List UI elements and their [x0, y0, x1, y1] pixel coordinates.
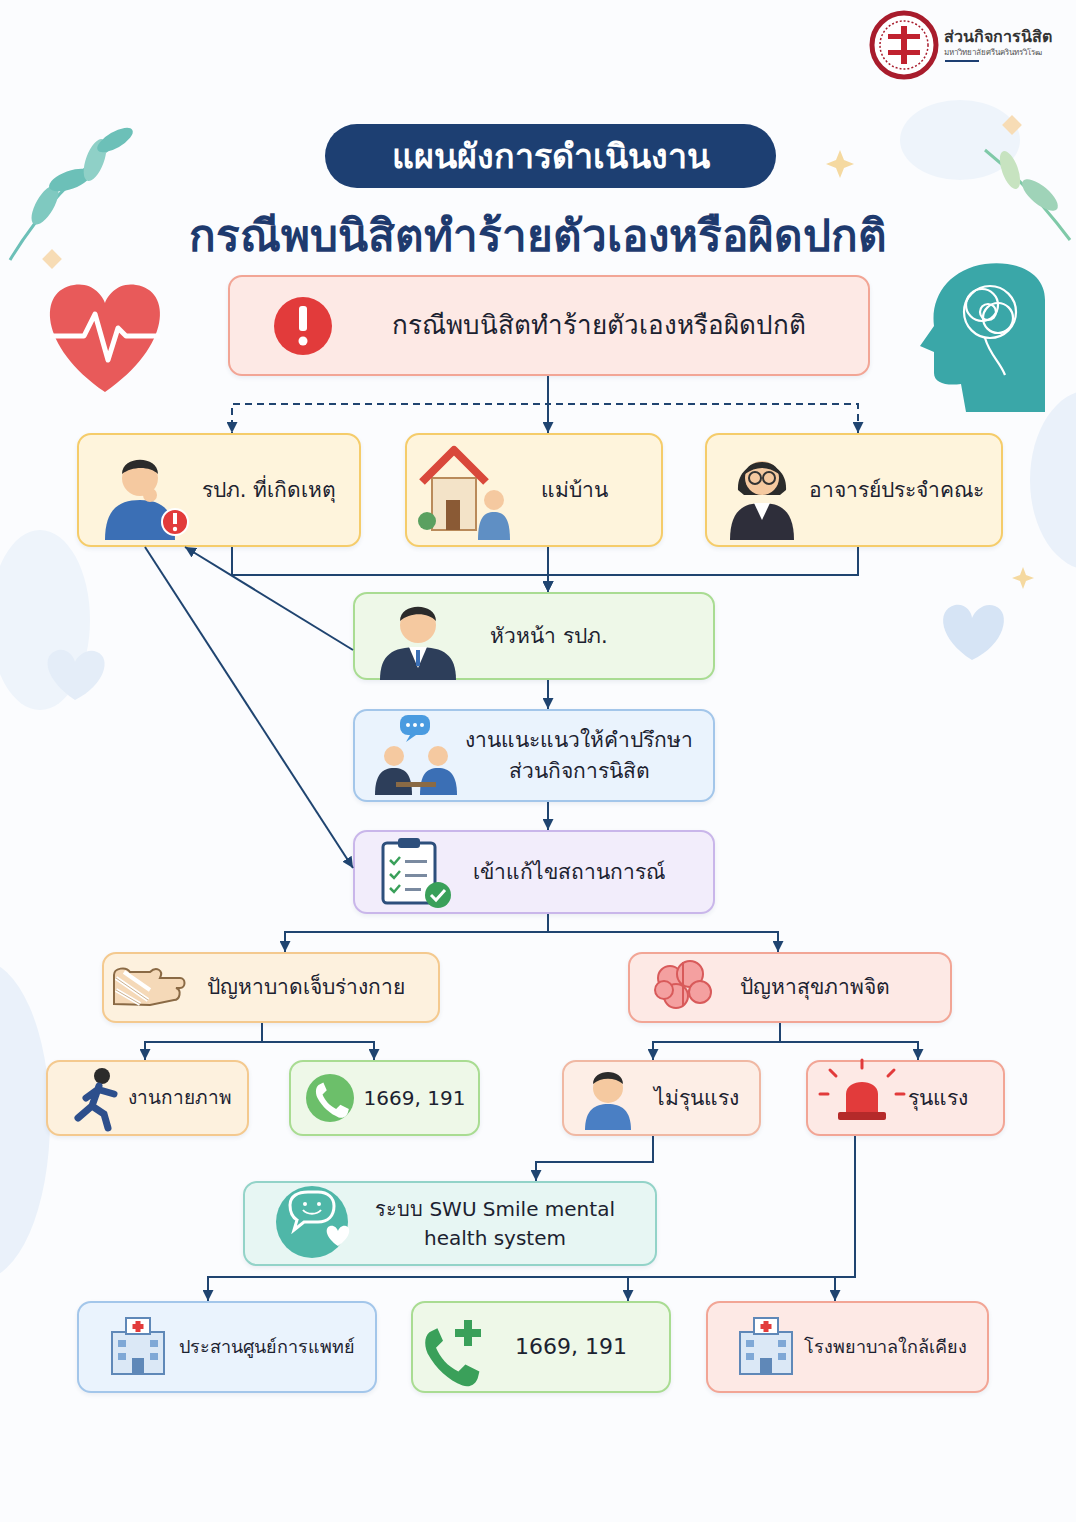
flow-arrow — [653, 1023, 780, 1060]
node-text: หัวหน้า รปภ. — [490, 621, 607, 651]
phone-box: 1669, 191 — [411, 1301, 671, 1393]
subtitle: กรณีพบนิสิตทำร้ายตัวเองหรือผิดปกติ — [0, 200, 1076, 270]
flow-arrow — [145, 547, 353, 868]
icon-shape — [980, 304, 996, 320]
reporter-box: อาจารย์ประจำคณะ — [705, 433, 1003, 547]
icon-shape — [880, 21, 928, 69]
node-text: กรณีพบนิสิตทำร้ายตัวเองหรือผิดปกติ — [392, 307, 806, 345]
logo-name: ส่วนกิจการนิสิต — [944, 24, 1052, 49]
system-box: ระบบ SWU Smile mental health system — [243, 1181, 657, 1266]
icon-shape — [983, 303, 1013, 333]
category-box: ปัญหาบาดเจ็บร่างกาย — [102, 952, 440, 1023]
flow-arrow — [547, 547, 549, 592]
flow-arrow — [285, 914, 548, 952]
node-text: แม่บ้าน — [541, 475, 608, 505]
flow-arrow — [262, 1023, 374, 1060]
flow-arrow — [547, 802, 549, 830]
node-text: ประสานศูนย์การแพทย์ — [179, 1334, 355, 1360]
node-text: ปัญหาบาดเจ็บร่างกาย — [207, 972, 405, 1002]
node-text: ไม่รุนแรง — [654, 1083, 739, 1113]
icon-shape — [888, 34, 920, 39]
icon-shape — [826, 150, 854, 178]
action-box: งานกายภาพ — [46, 1060, 249, 1136]
node-text: 1669, 191 — [515, 1331, 627, 1363]
node-text: เข้าแก้ไขสถานการณ์ — [473, 857, 665, 887]
flow-arrow — [547, 680, 549, 709]
flow-arrow — [548, 547, 858, 592]
icon-shape — [888, 50, 920, 55]
icon-shape — [964, 286, 1016, 338]
icon-shape — [901, 26, 907, 64]
icon-shape — [920, 263, 1045, 412]
icon-shape — [966, 289, 998, 321]
icon-shape — [945, 60, 979, 62]
icon-shape — [985, 338, 1005, 375]
flow-arrow — [208, 1136, 855, 1301]
flow-arrow — [145, 1023, 262, 1060]
flow-arrow — [628, 1136, 855, 1301]
process-box: เข้าแก้ไขสถานการณ์ — [353, 830, 715, 914]
flow-arrow — [185, 547, 353, 650]
icon-group — [964, 286, 1016, 375]
action-box: โรงพยาบาลใกล้เคียง — [706, 1301, 989, 1393]
flow-arrow — [548, 376, 858, 433]
icon-shape — [48, 650, 105, 700]
icon-shape — [1030, 390, 1076, 570]
reporter-box: รปภ. ที่เกิดเหตุ — [77, 433, 361, 547]
icon-shape — [1012, 567, 1034, 589]
node-text: โรงพยาบาลใกล้เคียง — [804, 1334, 967, 1360]
phone-box: 1669, 191 — [289, 1060, 480, 1136]
process-box: งานแนะแนวให้คำปรึกษา ส่วนกิจการนิสิต — [353, 709, 715, 802]
icon-shape — [50, 285, 160, 392]
icon-shape — [94, 123, 137, 157]
icon-shape — [42, 249, 62, 269]
icon-shape — [1017, 174, 1062, 216]
flow-arrow — [835, 1136, 855, 1301]
node-text: ปัญหาสุขภาพจิต — [740, 972, 890, 1002]
icon-shape — [943, 605, 1004, 660]
title-pill: แผนผังการดำเนินงาน — [325, 124, 776, 188]
action-box: ประสานศูนย์การแพทย์ — [77, 1301, 377, 1393]
icon-shape — [0, 960, 50, 1280]
flow-arrow — [536, 1136, 653, 1181]
severity-box: ไม่รุนแรง — [562, 1060, 761, 1136]
flow-arrow — [232, 547, 548, 592]
node-text: 1669, 191 — [364, 1084, 466, 1113]
title-text: แผนผังการดำเนินงาน — [392, 129, 710, 183]
node-text: งานแนะแนวให้คำปรึกษา ส่วนกิจการนิสิต — [455, 725, 703, 786]
severity-box: รุนแรง — [806, 1060, 1005, 1136]
icon-shape — [985, 150, 1070, 240]
flow-arrow — [780, 1023, 918, 1060]
category-box: ปัญหาสุขภาพจิต — [628, 952, 952, 1023]
node-text: รุนแรง — [908, 1083, 968, 1113]
flow-arrow — [547, 376, 549, 433]
reporter-box: แม่บ้าน — [405, 433, 663, 547]
node-text: ระบบ SWU Smile mental health system — [360, 1195, 630, 1253]
logo-university: มหาวิทยาลัยศรีนครินทรวิโรฒ — [944, 46, 1042, 59]
icon-shape — [872, 13, 936, 77]
process-box: หัวหน้า รปภ. — [353, 592, 715, 680]
node-text: อาจารย์ประจำคณะ — [809, 475, 984, 505]
icon-shape — [996, 148, 1025, 191]
node-text: รปภ. ที่เกิดเหตุ — [202, 475, 336, 505]
flow-arrow — [548, 914, 778, 952]
icon-shape — [1002, 115, 1022, 135]
flow-arrow — [232, 376, 548, 433]
start-box: กรณีพบนิสิตทำร้ายตัวเองหรือผิดปกติ — [228, 275, 870, 376]
icon-shape — [50, 314, 160, 360]
node-text: งานกายภาพ — [128, 1084, 232, 1112]
